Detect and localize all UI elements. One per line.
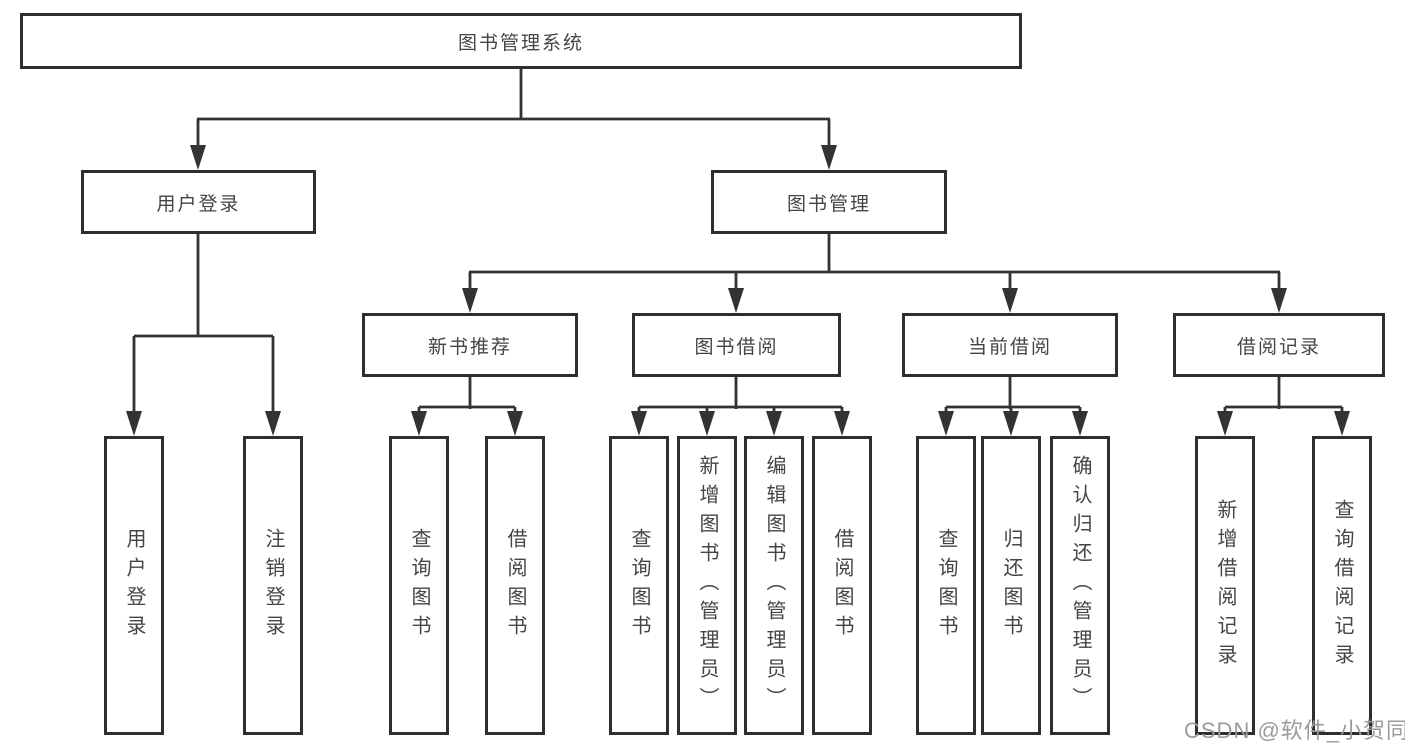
leaf-node-label: 借阅图书	[831, 527, 853, 644]
leaf-node-label: 新增图书（管理员）	[696, 455, 718, 716]
leaf-node-label: 确认归还（管理员）	[1069, 455, 1091, 716]
node-borrowing-records-label: 借阅记录	[1236, 336, 1321, 358]
node-book-borrowing: 图书借阅	[632, 313, 841, 377]
node-book-management-label: 图书管理	[786, 193, 871, 215]
leaf-node-add-books-admin: 新增图书（管理员）	[677, 436, 737, 735]
leaf-node-query-books-1: 查询图书	[389, 436, 449, 735]
node-new-book-recommendation-label: 新书推荐	[427, 336, 512, 358]
arrowheads	[126, 145, 1350, 436]
leaf-node-label: 注销登录	[262, 527, 284, 644]
node-current-borrowing-label: 当前借阅	[967, 336, 1052, 358]
leaf-node-label: 新增借阅记录	[1214, 498, 1236, 673]
csdn-watermark: CSDN @软件_小贺同学	[1184, 718, 1405, 743]
leaf-node-label: 查询图书	[628, 527, 650, 644]
leaf-node-label: 查询图书	[408, 527, 430, 644]
root-node-label: 图书管理系统	[457, 32, 584, 54]
node-user-login: 用户登录	[81, 170, 316, 234]
leaf-node-edit-books-admin: 编辑图书（管理员）	[744, 436, 804, 735]
leaf-node-confirm-return-admin: 确认归还（管理员）	[1050, 436, 1110, 735]
leaf-node-return-books: 归还图书	[981, 436, 1041, 735]
leaf-node-query-books-2: 查询图书	[609, 436, 669, 735]
leaf-node-label: 借阅图书	[504, 527, 526, 644]
node-book-borrowing-label: 图书借阅	[694, 336, 779, 358]
leaf-node-add-borrow-record: 新增借阅记录	[1195, 436, 1255, 735]
leaf-node-label: 查询借阅记录	[1331, 498, 1353, 673]
root-node-library-management-system: 图书管理系统	[20, 13, 1022, 69]
leaf-node-logout: 注销登录	[243, 436, 303, 735]
node-current-borrowing: 当前借阅	[902, 313, 1118, 377]
node-user-login-label: 用户登录	[156, 193, 241, 215]
leaf-node-borrow-books-2: 借阅图书	[812, 436, 872, 735]
leaf-node-label: 归还图书	[1000, 527, 1022, 644]
leaf-node-user-login: 用户登录	[104, 436, 164, 735]
leaf-node-query-books-3: 查询图书	[916, 436, 976, 735]
leaf-node-query-borrow-record: 查询借阅记录	[1312, 436, 1372, 735]
leaf-node-label: 查询图书	[935, 527, 957, 644]
leaf-node-label: 编辑图书（管理员）	[763, 455, 785, 716]
leaf-node-borrow-books-1: 借阅图书	[485, 436, 545, 735]
leaf-node-label: 用户登录	[123, 527, 145, 644]
node-new-book-recommendation: 新书推荐	[362, 313, 578, 377]
node-book-management: 图书管理	[711, 170, 947, 234]
node-borrowing-records: 借阅记录	[1173, 313, 1385, 377]
